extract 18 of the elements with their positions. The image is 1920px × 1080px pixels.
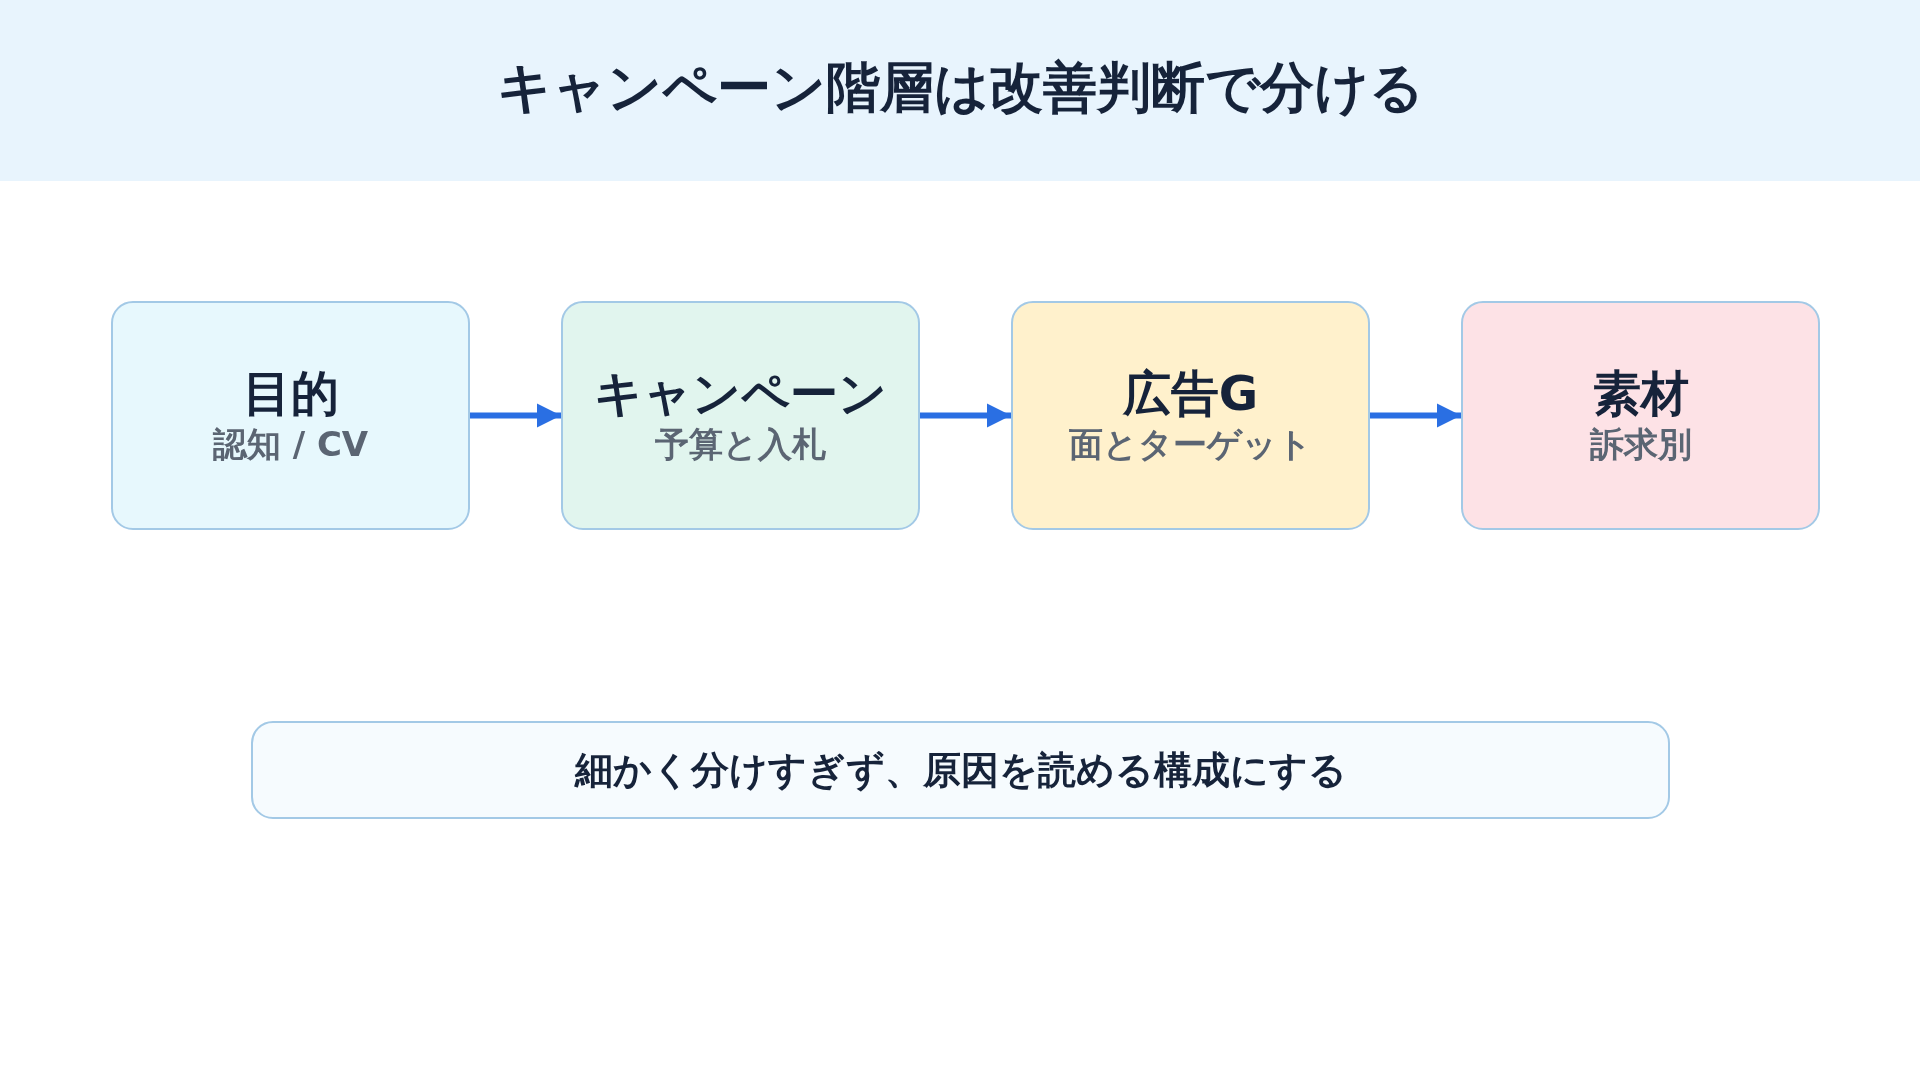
step-title: 広告G <box>1122 364 1259 423</box>
step-box <box>1011 301 1370 530</box>
arrow <box>1370 403 1461 428</box>
step-title: キャンペーン <box>594 364 887 423</box>
step-subtitle: 認知 / CV <box>212 423 369 467</box>
step-title: 素材 <box>1592 364 1689 423</box>
step-box <box>111 301 470 530</box>
note-text: 細かく分けすぎず、原因を読める構成にする <box>574 746 1347 794</box>
step-box <box>561 301 920 530</box>
step-subtitle: 訴求別 <box>1589 423 1692 467</box>
arrow <box>470 403 561 428</box>
step-subtitle: 予算と入札 <box>655 423 826 467</box>
title: キャンペーン階層は改善判断で分ける <box>495 55 1425 121</box>
step-title: 目的 <box>242 364 339 423</box>
step-subtitle: 面とターゲット <box>1069 423 1312 467</box>
step-box <box>1461 301 1820 530</box>
arrow <box>920 403 1011 428</box>
note-box <box>251 721 1670 819</box>
